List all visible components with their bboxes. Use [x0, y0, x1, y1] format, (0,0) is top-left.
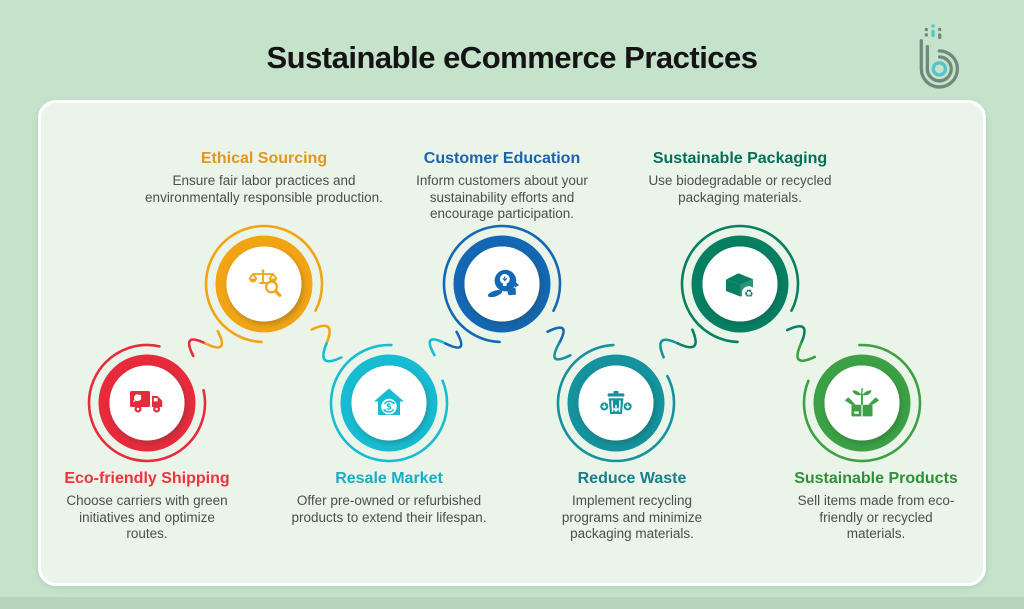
node-desc: Offer pre-owned or refurbished products …: [291, 493, 487, 525]
b-fingerprint-logo: [919, 24, 960, 89]
node-title: Sustainable Packaging: [652, 150, 828, 167]
logo-bowl: [919, 39, 960, 89]
logo-dots: [924, 24, 942, 40]
node-title: Eco-friendly Shipping: [64, 470, 230, 487]
node-desc: Choose carriers with green initiatives a…: [66, 493, 228, 541]
node-title: Ethical Sourcing: [200, 150, 328, 167]
node-desc: Ensure fair labor practices and environm…: [145, 173, 383, 205]
node-desc: Implement recycling programs and minimiz…: [561, 493, 703, 541]
node-title: Customer Education: [423, 150, 581, 167]
node-desc: Use biodegradable or recycled packaging …: [648, 173, 832, 205]
page-title: Sustainable eCommerce Practices: [266, 40, 758, 75]
node-title: Reduce Waste: [577, 470, 687, 487]
node-desc: Inform customers about your sustainabili…: [416, 173, 588, 221]
node-title: Sustainable Products: [794, 470, 958, 487]
node-desc: Sell items made from eco-friendly or rec…: [797, 493, 955, 541]
node-title: Resale Market: [335, 470, 443, 487]
footer-strip: [0, 597, 1024, 609]
